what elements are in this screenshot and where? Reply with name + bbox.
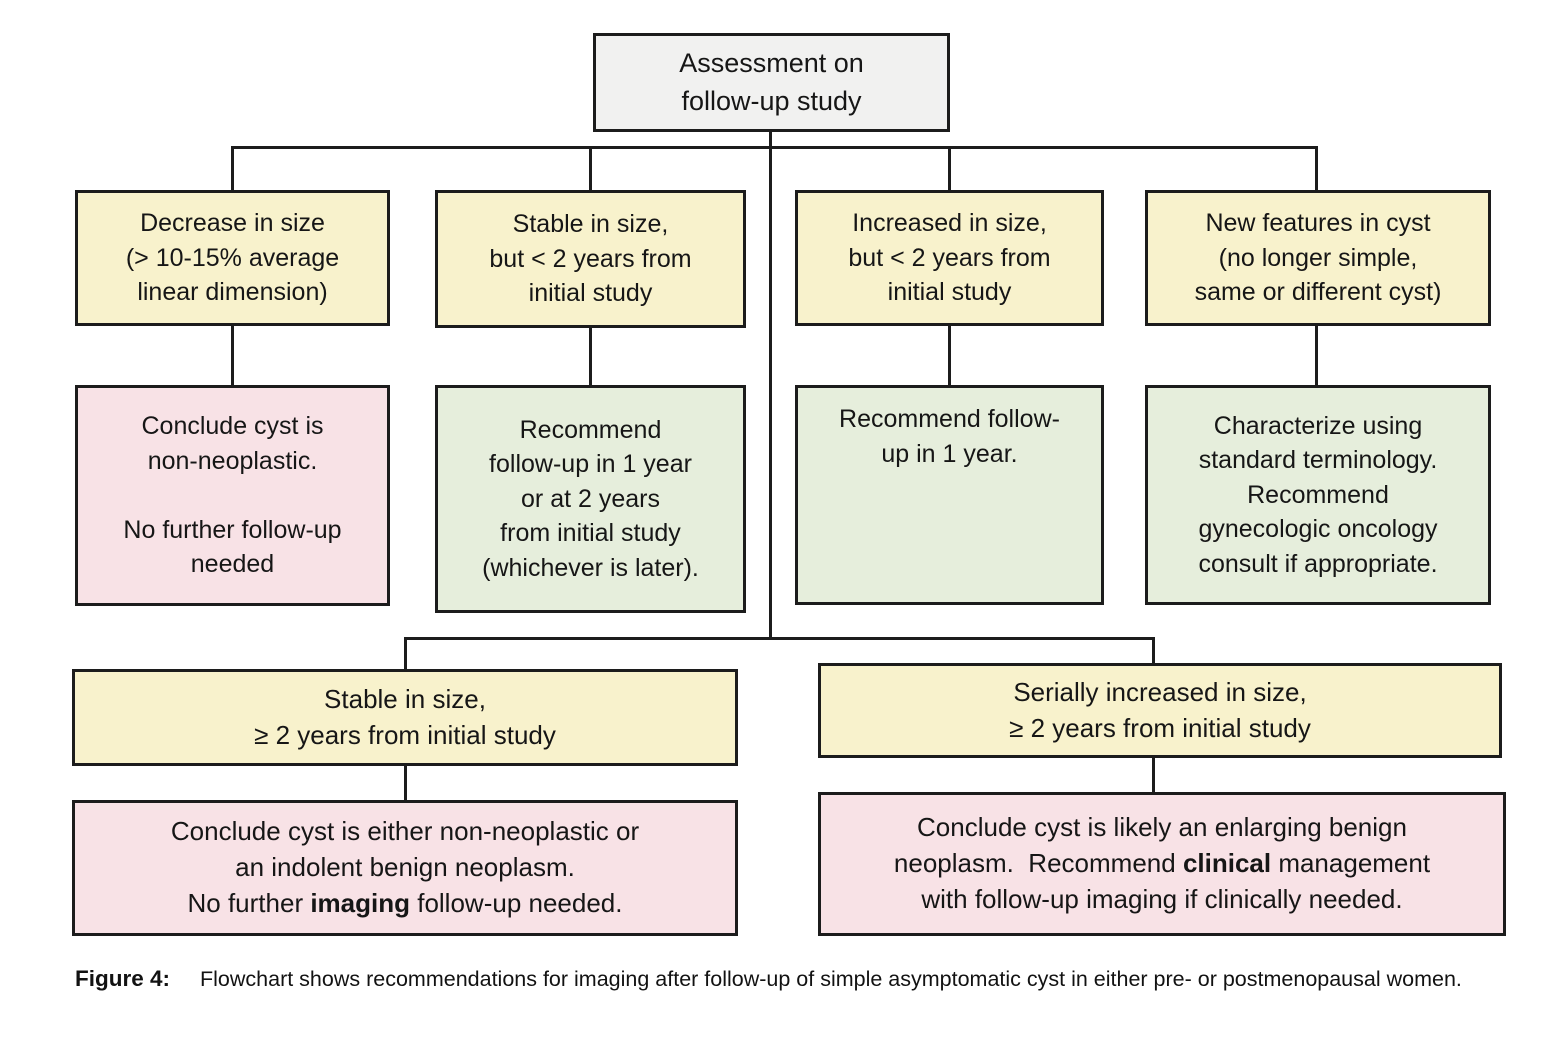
node-result-characterize: Characterize using standard terminology.… — [1145, 385, 1491, 605]
result-text: Conclude cyst is likely an enlarging ben… — [894, 810, 1430, 918]
result-text-post: follow-up needed. — [410, 887, 623, 918]
connector-drop-stable-lt2 — [589, 146, 592, 190]
node-condition-decrease: Decrease in size (> 10-15% average linea… — [75, 190, 390, 326]
node-condition-stable-lt2yr: Stable in size, but < 2 years from initi… — [435, 190, 746, 328]
connector-top-bus — [231, 146, 1318, 149]
connector-drop-increased-lt2 — [948, 146, 951, 190]
connector-drop-new-features — [1315, 146, 1318, 190]
figure-caption: Figure 4: Flowchart shows recommendations… — [75, 960, 1467, 998]
connector-stable-lt2-result — [589, 328, 592, 385]
result-text-pre: Conclude cyst is either non-neoplastic o… — [170, 816, 640, 918]
node-result-followup-1yr: Recommend follow- up in 1 year. — [795, 385, 1104, 605]
connector-stable-ge2-result — [404, 766, 407, 800]
node-result-no-further-imaging: Conclude cyst is either non-neoplastic o… — [72, 800, 738, 936]
result-text-pre: Conclude cyst is likely an enlarging ben… — [893, 812, 1407, 879]
node-condition-increased-lt2yr: Increased in size, but < 2 years from in… — [795, 190, 1104, 326]
node-assessment-root: Assessment on follow-up study — [593, 33, 950, 132]
connector-drop-stable-ge2 — [404, 637, 407, 669]
node-condition-serially-increased-ge2yr: Serially increased in size, ≥ 2 years fr… — [818, 663, 1502, 758]
connector-increased-lt2-result — [948, 326, 951, 385]
figure-caption-label: Figure 4: — [75, 966, 171, 991]
node-result-non-neoplastic: Conclude cyst is non-neoplastic. No furt… — [75, 385, 390, 606]
result-text-bold: clinical — [1182, 848, 1272, 879]
connector-drop-increased-ge2 — [1152, 637, 1155, 663]
connector-decrease-result — [231, 326, 234, 385]
connector-new-features-result — [1315, 326, 1318, 385]
node-result-clinical-management: Conclude cyst is likely an enlarging ben… — [818, 792, 1506, 936]
connector-increased-ge2-result — [1152, 758, 1155, 792]
result-text-post: management with follow-up imaging if cli… — [921, 848, 1431, 914]
result-text-bold: imaging — [310, 887, 410, 918]
connector-drop-decrease — [231, 146, 234, 190]
node-result-followup-1yr-or-2yr: Recommend follow-up in 1 year or at 2 ye… — [435, 385, 746, 613]
connector-lower-bus — [404, 637, 1155, 640]
node-condition-new-features: New features in cyst (no longer simple, … — [1145, 190, 1491, 326]
node-condition-stable-ge2yr: Stable in size, ≥ 2 years from initial s… — [72, 669, 738, 766]
connector-trunk — [769, 130, 772, 640]
result-text: Conclude cyst is either non-neoplastic o… — [171, 814, 639, 922]
figure-caption-text: Flowchart shows recommendations for imag… — [200, 967, 1462, 991]
